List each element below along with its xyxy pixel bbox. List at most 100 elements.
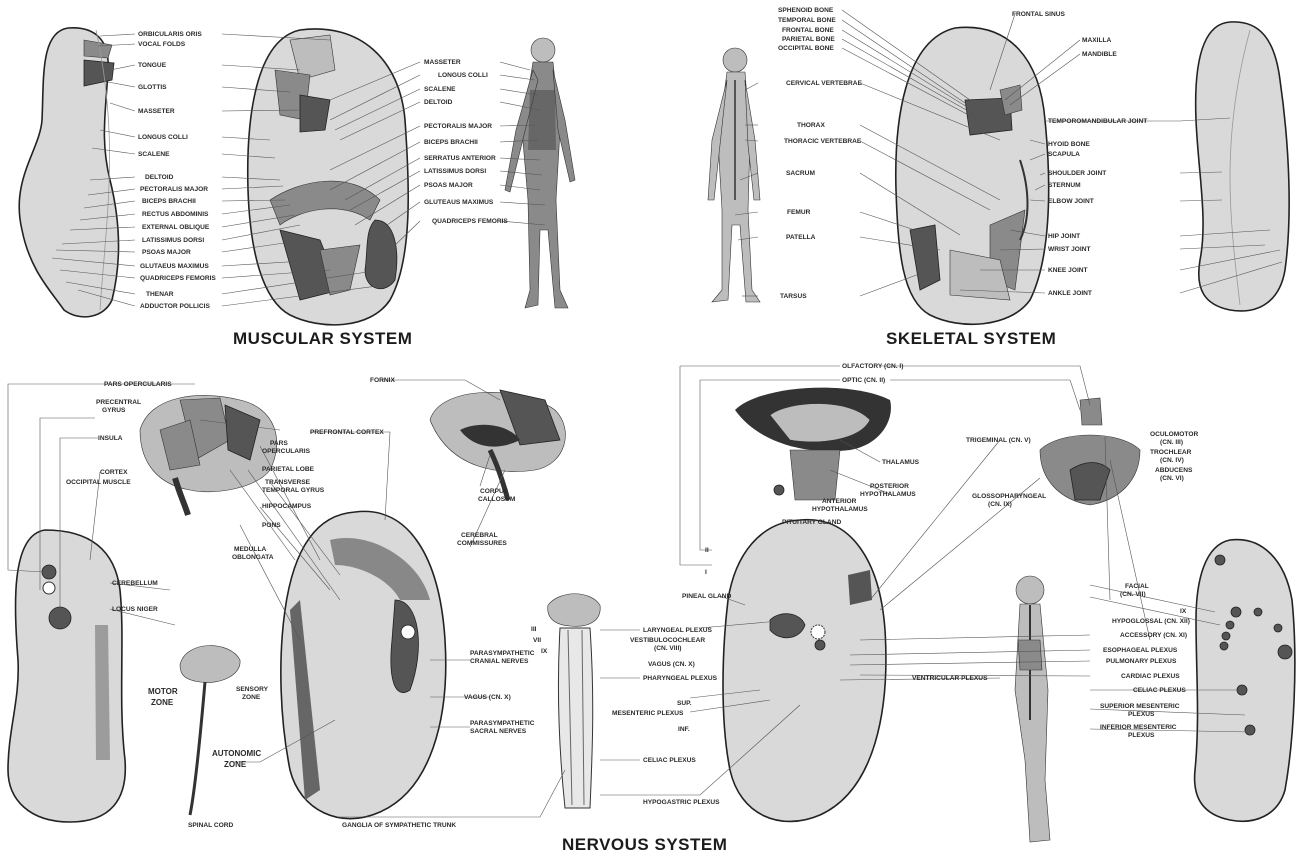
label-precentral-gyrus-2: GYRUS xyxy=(102,407,126,414)
skeletal-right-labels: TEMPOROMANDIBULAR JOINT HYOID BONE SCAPU… xyxy=(1048,118,1147,297)
muscular-title: MUSCULAR SYSTEM xyxy=(233,329,412,348)
label-prefrontal-cortex: PREFRONTAL CORTEX xyxy=(310,429,384,436)
nervous-brainstem-ventral xyxy=(1040,398,1140,505)
label-pineal-gland: PINEAL GLAND xyxy=(682,593,732,600)
label-parasymp-cranial-2: CRANIAL NERVES xyxy=(470,658,529,665)
label-ix-right: IX xyxy=(1180,608,1187,615)
label-sternum: STERNUM xyxy=(1048,182,1081,189)
nervous-body-figure xyxy=(1015,576,1050,842)
nervous-cranial-section xyxy=(735,388,891,500)
label-gluteaus-maximus: GLUTEAUS MAXIMUS xyxy=(424,199,494,206)
label-thenar: THENAR xyxy=(146,291,174,298)
label-biceps-brachii: BICEPS BRACHII xyxy=(142,198,196,205)
label-frontal-bone: FRONTAL BONE xyxy=(782,27,834,34)
label-thalamus: THALAMUS xyxy=(882,459,920,466)
label-olfactory: OLFACTORY (CN. I) xyxy=(842,363,903,370)
label-latissimus-dorsi-r: LATISSIMUS DORSI xyxy=(424,168,486,175)
label-tongue: TONGUE xyxy=(138,62,167,69)
skeletal-figure-labels: CERVICAL VERTEBRAE THORAX THORACIC VERTE… xyxy=(780,80,863,300)
label-inf-mesenteric-2: PLEXUS xyxy=(1128,732,1155,739)
label-occipital-bone: OCCIPITAL BONE xyxy=(778,45,834,52)
label-cerebral-commissures-1: CEREBRAL xyxy=(461,532,498,539)
label-insula: INSULA xyxy=(98,435,123,442)
label-vagus-spine: VAGUS (CN. X) xyxy=(648,661,695,668)
label-scapula: SCAPULA xyxy=(1048,151,1080,158)
label-trochlear-1: TROCHLEAR xyxy=(1150,449,1192,456)
label-thorax: THORAX xyxy=(797,122,825,129)
skeletal-top-left-labels: SPHENOID BONE TEMPORAL BONE FRONTAL BONE… xyxy=(778,7,836,52)
label-temporomandibular-joint: TEMPOROMANDIBULAR JOINT xyxy=(1048,118,1147,125)
label-parietal-bone: PARIETAL BONE xyxy=(782,36,835,43)
muscular-figure xyxy=(505,38,575,308)
label-pituitary-gland: PITUITARY GLAND xyxy=(782,519,841,526)
label-ant-hypo-2: HYPOTHALAMUS xyxy=(812,506,868,513)
label-corpus-callosum-2: CALLOSUM xyxy=(478,496,516,503)
label-thoracic-vertebrae: THORACIC VERTEBRAE xyxy=(784,138,862,145)
label-abducens-2: (CN. VI) xyxy=(1160,475,1184,482)
label-ankle-joint: ANKLE JOINT xyxy=(1048,290,1092,297)
label-cn-iii: III xyxy=(531,626,537,633)
label-pectoralis-major-r: PECTORALIS MAJOR xyxy=(424,123,492,130)
label-autonomic-zone-1: AUTONOMIC xyxy=(212,749,261,758)
nervous-title: NERVOUS SYSTEM xyxy=(562,835,727,854)
label-pars-opercularis-2a: PARS xyxy=(270,440,288,447)
label-locus-niger: LOCUS NIGER xyxy=(112,606,158,613)
label-trigeminal: TRIGEMINAL (CN. V) xyxy=(966,437,1031,444)
label-hypoglossal: HYPOGLOSSAL (CN. XII) xyxy=(1112,618,1190,625)
label-glutaeus-maximus: GLUTAEUS MAXIMUS xyxy=(140,263,209,270)
label-maxilla: MAXILLA xyxy=(1082,37,1112,44)
label-deltoid: DELTOID xyxy=(145,174,174,181)
nervous-spine-figure xyxy=(548,594,600,808)
label-external-oblique: EXTERNAL OBLIQUE xyxy=(142,224,210,231)
label-cervical-vertebrae: CERVICAL VERTEBRAE xyxy=(786,80,863,87)
label-ventricular-plexus: VENTRICULAR PLEXUS xyxy=(912,675,988,682)
label-spinal-cord: SPINAL CORD xyxy=(188,822,234,829)
label-celiac-plexus-right: CELIAC PLEXUS xyxy=(1133,687,1186,694)
label-hyoid-bone: HYOID BONE xyxy=(1048,141,1090,148)
label-fornix: FORNIX xyxy=(370,377,396,384)
muscular-right-labels: MASSETER LONGUS COLLI SCALENE DELTOID PE… xyxy=(424,59,508,225)
label-celiac-plexus-mid: CELIAC PLEXUS xyxy=(643,757,696,764)
label-occipital-muscle: OCCIPITAL MUSCLE xyxy=(66,479,131,486)
label-sacrum: SACRUM xyxy=(786,170,815,177)
label-shoulder-joint: SHOULDER JOINT xyxy=(1048,170,1106,177)
label-vocal-folds: VOCAL FOLDS xyxy=(138,41,186,48)
label-pars-opercularis-top: PARS OPERCULARIS xyxy=(104,381,172,388)
label-pars-opercularis-2b: OPERCULARIS xyxy=(262,448,311,455)
skeletal-top-right-labels: FRONTAL SINUS MAXILLA MANDIBLE xyxy=(1012,11,1117,58)
muscular-panel: ORBICULARIS ORIS VOCAL FOLDS TONGUE GLOT… xyxy=(19,28,575,348)
label-transverse-temporal-2: TEMPORAL GYRUS xyxy=(262,487,325,494)
label-medulla-2: OBLONGATA xyxy=(232,554,274,561)
skeletal-title: SKELETAL SYSTEM xyxy=(886,329,1056,348)
label-wrist-joint: WRIST JOINT xyxy=(1048,246,1091,253)
label-frontal-sinus: FRONTAL SINUS xyxy=(1012,11,1065,18)
label-psoas-major-r: PSOAS MAJOR xyxy=(424,182,473,189)
label-sup: SUP. xyxy=(677,700,692,707)
label-accessory: ACCESSORY (CN. XI) xyxy=(1120,632,1187,639)
label-trochlear-2: (CN. IV) xyxy=(1160,457,1184,464)
label-psoas-major: PSOAS MAJOR xyxy=(142,249,191,256)
label-cn-vii: VII xyxy=(533,637,541,644)
label-sup-mesenteric-2: PLEXUS xyxy=(1128,711,1155,718)
label-hip-joint: HIP JOINT xyxy=(1048,233,1080,240)
label-oculomotor-1: OCULOMOTOR xyxy=(1150,431,1198,438)
label-medulla-1: MEDULLA xyxy=(234,546,266,553)
label-ant-hypo-1: ANTERIOR xyxy=(822,498,857,505)
label-vestibulocochlear-2: (CN. VIII) xyxy=(654,645,681,652)
label-pons: PONS xyxy=(262,522,281,529)
label-parasymp-sacral-1: PARASYMPATHETIC xyxy=(470,720,535,727)
label-vagus-mid: VAGUS (CN. X) xyxy=(464,694,511,701)
label-serratus-anterior: SERRATUS ANTERIOR xyxy=(424,155,496,162)
nervous-right-labels: FACIAL (CN. VII) IX HYPOGLOSSAL (CN. XII… xyxy=(912,583,1190,739)
label-autonomic-zone-2: ZONE xyxy=(224,760,247,769)
label-cerebellum: CEREBELLUM xyxy=(112,580,158,587)
label-parasymp-sacral-2: SACRAL NERVES xyxy=(470,728,527,735)
label-post-hypo-1: POSTERIOR xyxy=(870,483,909,490)
label-cortex: CORTEX xyxy=(100,469,128,476)
label-cn-i: I xyxy=(705,569,707,576)
label-deltoid-r: DELTOID xyxy=(424,99,453,106)
label-masseter: MASSETER xyxy=(138,108,175,115)
label-hippocampus: HIPPOCAMPUS xyxy=(262,503,312,510)
label-oculomotor-2: (CN. III) xyxy=(1160,439,1183,446)
